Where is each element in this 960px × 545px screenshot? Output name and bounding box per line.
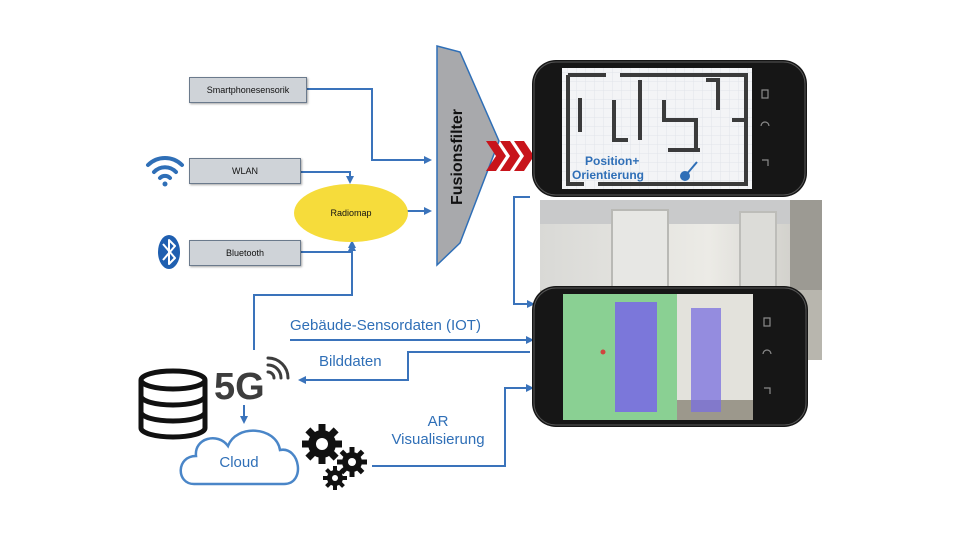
gears-icon (302, 424, 367, 490)
bluetooth-label: Bluetooth (225, 248, 265, 258)
phone-top (532, 60, 807, 197)
arrow-bluetooth-to-radiomap (300, 240, 356, 253)
label-ar: AR (428, 413, 449, 430)
wlan-label: WLAN (231, 166, 258, 176)
cloud-icon (179, 429, 300, 486)
arrow-phone-to-phone (513, 196, 535, 308)
bluetooth-box: Bluetooth (189, 240, 301, 266)
overlay-position: Position+ (585, 154, 639, 168)
radiomap-label: Radiomap (330, 208, 371, 218)
wifi-icon (146, 155, 184, 187)
ar-door-1 (615, 302, 657, 412)
label-visualization: Visualisierung (391, 431, 484, 448)
phone-bottom (532, 286, 808, 427)
arrow-wlan-to-radiomap (300, 171, 354, 184)
smartphone-sensors-label: Smartphonesensorik (206, 85, 290, 95)
signal-waves-icon (266, 356, 290, 380)
label-5g: 5G (214, 366, 265, 408)
fusion-filter-shape (436, 45, 500, 267)
connectors (240, 88, 535, 467)
photo-door (611, 209, 669, 293)
arrow-ar-visualization (372, 384, 534, 467)
compass-marker-icon (680, 161, 698, 181)
ar-door-2 (691, 308, 721, 412)
wlan-box: WLAN (189, 158, 301, 184)
floorplan-walls (566, 73, 748, 186)
label-building-sensor-data: Gebäude-Sensordaten (IOT) (290, 317, 481, 334)
label-image-data: Bilddaten (319, 353, 382, 370)
database-icon (138, 368, 208, 440)
output-chevrons (486, 141, 534, 171)
smartphone-sensors-box: Smartphonesensorik (189, 77, 307, 103)
arrow-5g-to-radiomap (253, 243, 356, 350)
arrow-image-data (298, 351, 530, 384)
radiomap-node (294, 184, 408, 242)
overlay-orientation: Orientierung (572, 168, 644, 182)
arrow-sensors-to-filter (306, 88, 432, 164)
cloud-label: Cloud (219, 454, 258, 471)
bluetooth-icon (158, 235, 180, 269)
fusion-filter-label: Fusionsfilter (449, 109, 466, 205)
